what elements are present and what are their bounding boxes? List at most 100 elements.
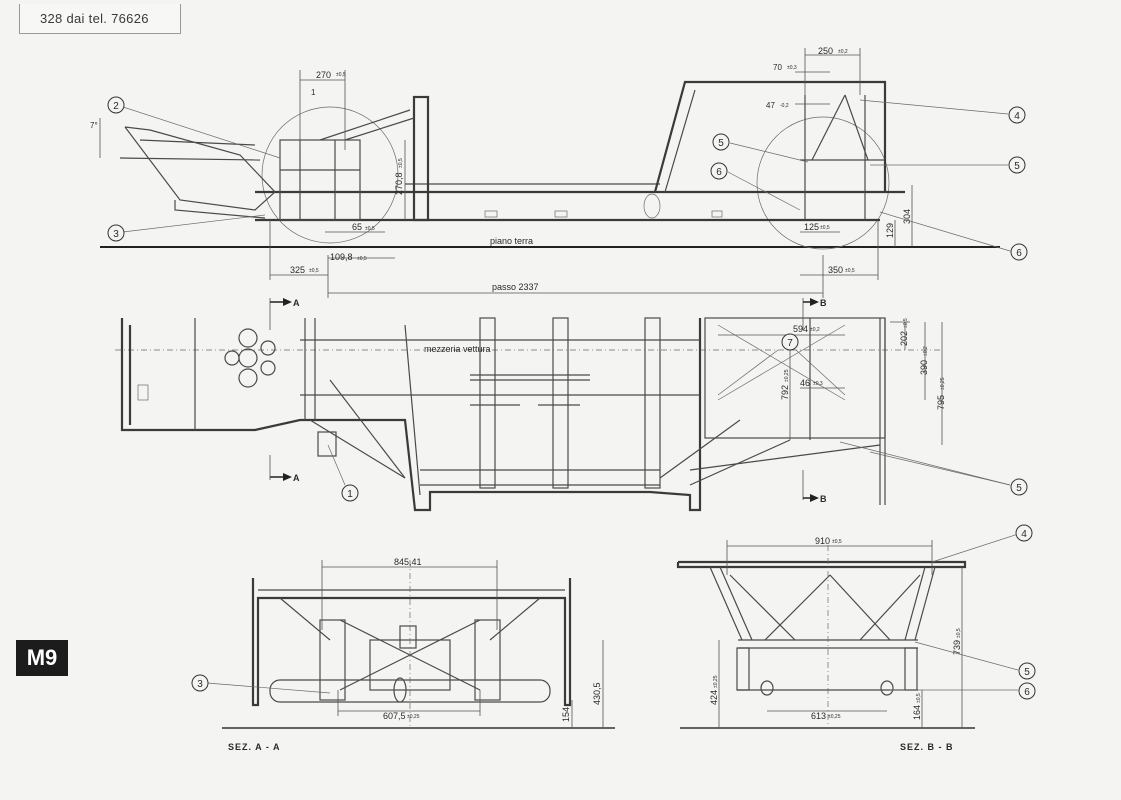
svg-text:6: 6 [1024, 687, 1030, 698]
svg-text:±0,25: ±0,25 [940, 377, 946, 390]
wheelbase-label: passo 2337 [492, 282, 539, 292]
dim-270: 270 [316, 70, 331, 80]
header-box [19, 4, 181, 34]
dim-1: 1 [311, 88, 316, 97]
dim-325: 325 [290, 265, 305, 275]
section-aa-title: SEZ. A - A [228, 742, 281, 752]
svg-text:6: 6 [716, 167, 722, 178]
front-suspension-mounts [279, 139, 361, 221]
page-badge: M9 [16, 640, 68, 676]
svg-text:6: 6 [1016, 248, 1022, 259]
header-reference: 328 dai tel. 76626 [40, 11, 149, 26]
svg-text:±0,5: ±0,5 [845, 268, 855, 274]
dim-47: 47 [766, 101, 775, 110]
svg-text:1: 1 [347, 489, 353, 500]
svg-text:±0,5: ±0,5 [832, 539, 842, 545]
dim-129: 129 [885, 223, 895, 238]
callout-7: 7 [781, 333, 799, 351]
centerline-label: mezzeria vettura [424, 344, 491, 354]
plan-view: mezzeria vettura [115, 298, 1011, 512]
svg-text:±0,2: ±0,2 [838, 49, 848, 55]
callout-6-side-right: 6 [1010, 243, 1028, 261]
dim-390: 390 [919, 360, 929, 375]
svg-text:5: 5 [1024, 667, 1030, 678]
dim-250: 250 [818, 46, 833, 56]
svg-text:±0,2: ±0,2 [810, 327, 820, 333]
rear-cage-frame [653, 80, 887, 193]
svg-text:-0,2: -0,2 [780, 103, 789, 109]
svg-text:±0,5: ±0,5 [336, 72, 346, 78]
front-bulkhead-post [412, 95, 430, 222]
svg-text:3: 3 [113, 229, 119, 240]
callout-5-side-left: 5 [712, 133, 730, 151]
svg-text:±0,25: ±0,25 [784, 369, 790, 382]
svg-text:±0,25: ±0,25 [407, 714, 420, 720]
section-aa-frame [251, 578, 572, 707]
section-marker-b-top: B [820, 298, 827, 308]
callout-4-side: 4 [1008, 106, 1026, 124]
svg-text:±0,5: ±0,5 [903, 318, 909, 328]
dim-910: 910 [815, 536, 830, 546]
dim-109-8: 109,8 [330, 252, 353, 262]
rear-wheel-outline [756, 116, 890, 250]
dim-424: 424 [709, 690, 719, 705]
side-view: piano terra [90, 46, 1011, 298]
svg-text:5: 5 [1016, 483, 1022, 494]
section-marker-b-bottom: B [820, 494, 827, 504]
callout-6-section: 6 [1018, 682, 1036, 700]
svg-text:±0,25: ±0,25 [828, 714, 841, 720]
callout-5-side-right: 5 [1008, 156, 1026, 174]
svg-text:3: 3 [197, 679, 203, 690]
callout-1: 1 [341, 484, 359, 502]
dim-164: 164 [912, 705, 922, 720]
callout-4-section: 4 [1015, 524, 1033, 542]
dim-739: 739 [952, 640, 962, 655]
dim-202: 202 [899, 331, 909, 346]
svg-text:7: 7 [787, 338, 793, 349]
svg-text:±0,5: ±0,5 [956, 628, 962, 638]
dim-304: 304 [902, 209, 912, 224]
svg-text:±0,5: ±0,5 [398, 158, 404, 168]
svg-text:±0,3: ±0,3 [813, 381, 823, 387]
section-bb-view: 910 ±0,5 739 ±0,5 424 ±0,25 613 ±0,25 16… [676, 533, 1019, 752]
svg-text:±0,3: ±0,3 [787, 65, 797, 71]
svg-text:5: 5 [1014, 161, 1020, 172]
dim-430-5: 430,5 [592, 682, 602, 705]
dim-350: 350 [828, 265, 843, 275]
front-nose-frame [124, 126, 276, 211]
svg-text:±0,5: ±0,5 [357, 256, 367, 262]
callouts: 2 3 4 5 5 6 6 1 [107, 96, 1036, 700]
svg-text:±0,25: ±0,25 [713, 675, 719, 688]
front-wheel-outline [261, 106, 399, 244]
svg-text:±0,5: ±0,5 [916, 693, 922, 703]
callout-5-plan: 5 [1010, 478, 1028, 496]
callout-6-side-left: 6 [710, 162, 728, 180]
dim-594: 594 [793, 324, 808, 334]
dim-607-5: 607,5 [383, 711, 406, 721]
dim-613: 613 [811, 711, 826, 721]
callout-5-section: 5 [1018, 662, 1036, 680]
ground-label: piano terra [490, 236, 533, 246]
svg-text:±0,5: ±0,5 [309, 268, 319, 274]
svg-text:4: 4 [1021, 529, 1027, 540]
section-marker-a-bottom: A [293, 473, 300, 483]
callout-2: 2 [107, 96, 125, 114]
dim-65: 65 [352, 222, 362, 232]
callout-3-section: 3 [191, 674, 209, 692]
dim-46: 46 [800, 378, 810, 388]
svg-text:4: 4 [1014, 111, 1020, 122]
dim-270-8: 270,8 [394, 172, 404, 195]
section-bb-top-rail [676, 560, 967, 569]
svg-text:5: 5 [718, 138, 724, 149]
section-aa-view: 845,41 607,5 ±0,25 430,5 154 SEZ. A - A [206, 557, 615, 752]
dim-70: 70 [773, 63, 782, 72]
callout-3-side: 3 [107, 224, 125, 242]
plan-outer-frame [120, 318, 702, 512]
svg-text:±0,2: ±0,2 [923, 346, 929, 356]
section-marker-a-top: A [293, 298, 300, 308]
svg-text:±0,5: ±0,5 [365, 226, 375, 232]
dim-125: 125 [804, 222, 819, 232]
dim-845-41: 845,41 [394, 557, 422, 567]
svg-text:2: 2 [113, 101, 119, 112]
